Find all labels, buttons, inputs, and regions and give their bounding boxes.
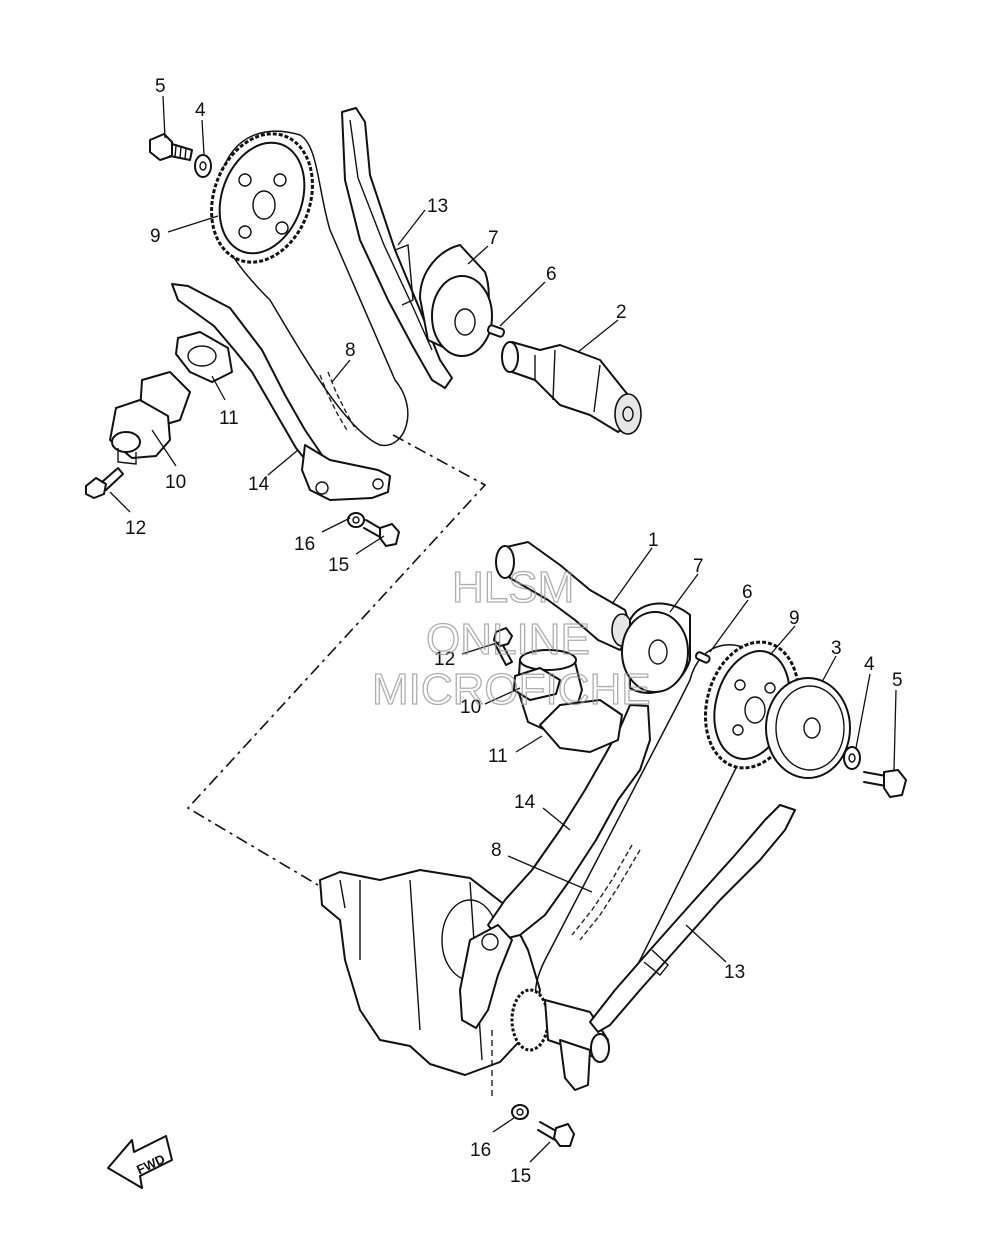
callout-3: 3 [831, 638, 842, 659]
upper-chain-tensioner [109, 371, 191, 465]
callout-10-upper: 10 [165, 472, 186, 493]
upper-cam-chain-outline [217, 130, 409, 447]
upper-camshaft [501, 341, 642, 435]
callout-2: 2 [616, 302, 627, 323]
watermark: HLSM ONLINE MICROFICHE [371, 562, 651, 714]
upper-tensioner-gasket [175, 331, 233, 383]
upper-tensioner-bolt [85, 467, 124, 499]
callout-12-lower: 12 [434, 649, 455, 670]
lower-tensioner-bolt [493, 627, 513, 666]
callout-15-lower: 15 [510, 1166, 531, 1187]
callout-12-upper: 12 [125, 518, 146, 539]
callout-7-upper: 7 [488, 228, 499, 249]
lower-guide-washer [511, 1104, 529, 1120]
upper-chain-links [319, 371, 357, 433]
callout-9-upper: 9 [150, 226, 161, 247]
callout-6-lower: 6 [742, 582, 753, 603]
upper-guide-bolt [363, 519, 400, 547]
forward-direction-arrow: FWD [107, 1135, 173, 1189]
upper-dowel-pin [486, 324, 506, 338]
callout-14-lower: 14 [514, 792, 536, 813]
upper-sprocket-bolt [149, 133, 193, 161]
callout-7-lower: 7 [693, 556, 704, 577]
callout-5-upper: 5 [155, 76, 166, 97]
lower-sprocket-bolt [863, 769, 907, 798]
callout-11-lower: 11 [488, 746, 508, 767]
lower-tensioner-gasket [513, 667, 561, 701]
callout-5-lower: 5 [892, 670, 903, 691]
upper-chain-guide [341, 107, 453, 389]
callout-4-upper: 4 [195, 100, 206, 121]
lower-guide-bolt [537, 1121, 575, 1147]
callout-16-upper: 16 [294, 534, 315, 555]
upper-tensioner-guide [171, 283, 391, 501]
upper-cam-plate [419, 244, 493, 357]
watermark-line-1: HLSM [452, 563, 574, 612]
callout-8-upper: 8 [345, 340, 356, 361]
callout-9-lower: 9 [789, 608, 800, 629]
lower-dowel-pin [694, 651, 711, 664]
callout-labels: 5 4 9 13 7 6 2 8 11 10 14 12 16 15 1 7 6… [125, 76, 903, 1187]
watermark-line-2: ONLINE [426, 615, 590, 664]
callout-4-lower: 4 [864, 654, 875, 675]
watermark-line-3: MICROFICHE [372, 665, 651, 714]
callout-1: 1 [648, 530, 659, 551]
callout-15-upper: 15 [328, 555, 349, 576]
lower-washer [843, 746, 861, 770]
callout-11-upper: 11 [219, 408, 239, 429]
callout-16-lower: 16 [470, 1140, 491, 1161]
lower-chain-links [571, 844, 641, 941]
lower-cam-plate [621, 602, 691, 694]
leader-lines [109, 95, 897, 1163]
callout-13-lower: 13 [724, 962, 745, 983]
upper-cam-sprocket [210, 132, 314, 264]
callout-6-upper: 6 [546, 264, 557, 285]
callout-10-lower: 10 [460, 697, 481, 718]
lower-chain-guide [589, 804, 796, 1033]
lower-sprocket-plate [765, 677, 851, 779]
upper-guide-washer [347, 512, 365, 528]
callout-14-upper: 14 [248, 474, 270, 495]
chain-routing-dashed-line [186, 434, 487, 886]
crank-sprocket [510, 988, 610, 1091]
callout-13-upper: 13 [427, 196, 448, 217]
lower-tensioner-guide [459, 704, 651, 1029]
upper-washer [194, 154, 212, 178]
callout-8-lower: 8 [491, 840, 502, 861]
